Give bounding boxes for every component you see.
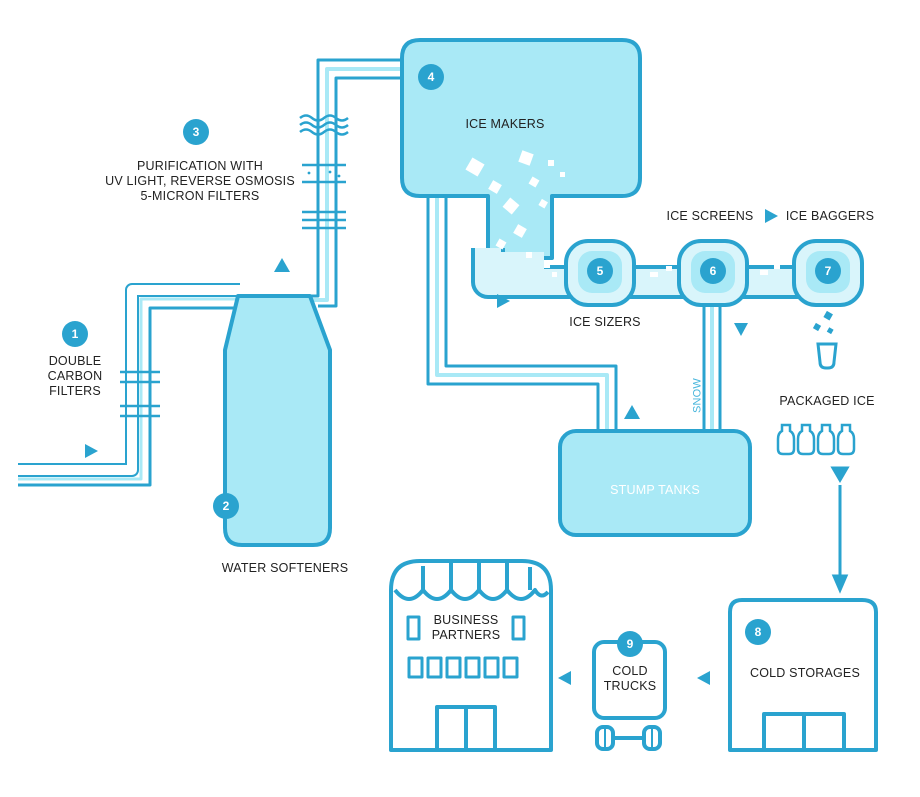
- label-ice-screens: ICE SCREENS: [666, 209, 754, 223]
- step-badge-2: 2: [213, 493, 239, 519]
- ice-cube-icon: [465, 150, 780, 277]
- step-badge-4: 4: [418, 64, 444, 90]
- label-ice-sizers: ICE SIZERS: [569, 315, 641, 329]
- ice-bag-icon: [776, 423, 856, 456]
- step-badge-8: 8: [745, 619, 771, 645]
- label-ice-baggers: ICE BAGGERS: [785, 209, 875, 223]
- arrow-icon: [830, 466, 850, 594]
- label-snow: SNOW: [691, 377, 704, 414]
- ice-makers-box: [400, 38, 642, 260]
- stump-tanks-box: [558, 429, 752, 537]
- label-stump-tanks: STUMP TANKS: [610, 483, 700, 497]
- storefront-icon: [389, 559, 553, 752]
- label-ice-makers: ICE MAKERS: [465, 117, 545, 131]
- label-cold-trucks: COLD TRUCKS: [603, 664, 657, 693]
- label-water-softeners: WATER SOFTENERS: [221, 561, 349, 575]
- pipe-filter-icon: [299, 114, 349, 230]
- ice-bag-icon: [816, 342, 838, 370]
- label-cold-storages: COLD STORAGES: [749, 666, 861, 680]
- ice-cube-icon: [812, 310, 834, 335]
- pipe-filter-icon: [120, 370, 160, 418]
- bottle-tank-icon: [223, 294, 332, 547]
- step-badge-5: 5: [587, 258, 613, 284]
- step-badge-7: 7: [815, 258, 841, 284]
- step-badge-9: 9: [617, 631, 643, 657]
- label-purification: PURIFICATION WITH UV LIGHT, REVERSE OSMO…: [105, 159, 295, 203]
- label-packaged-ice: PACKAGED ICE: [779, 394, 875, 408]
- step-badge-3: 3: [183, 119, 209, 145]
- snow-pipe: [702, 290, 722, 433]
- return-pipe: [426, 196, 618, 433]
- arrow-icon: [85, 209, 778, 685]
- step-badge-1: 1: [62, 321, 88, 347]
- inlet-pipe: [18, 283, 240, 487]
- step-badge-6: 6: [700, 258, 726, 284]
- filter-dots: [307, 170, 341, 178]
- label-business-partners: BUSINESS PARTNERS: [431, 613, 501, 642]
- label-double-carbon-filters: DOUBLE CARBON FILTERS: [47, 354, 103, 398]
- truck-icon: [592, 640, 667, 751]
